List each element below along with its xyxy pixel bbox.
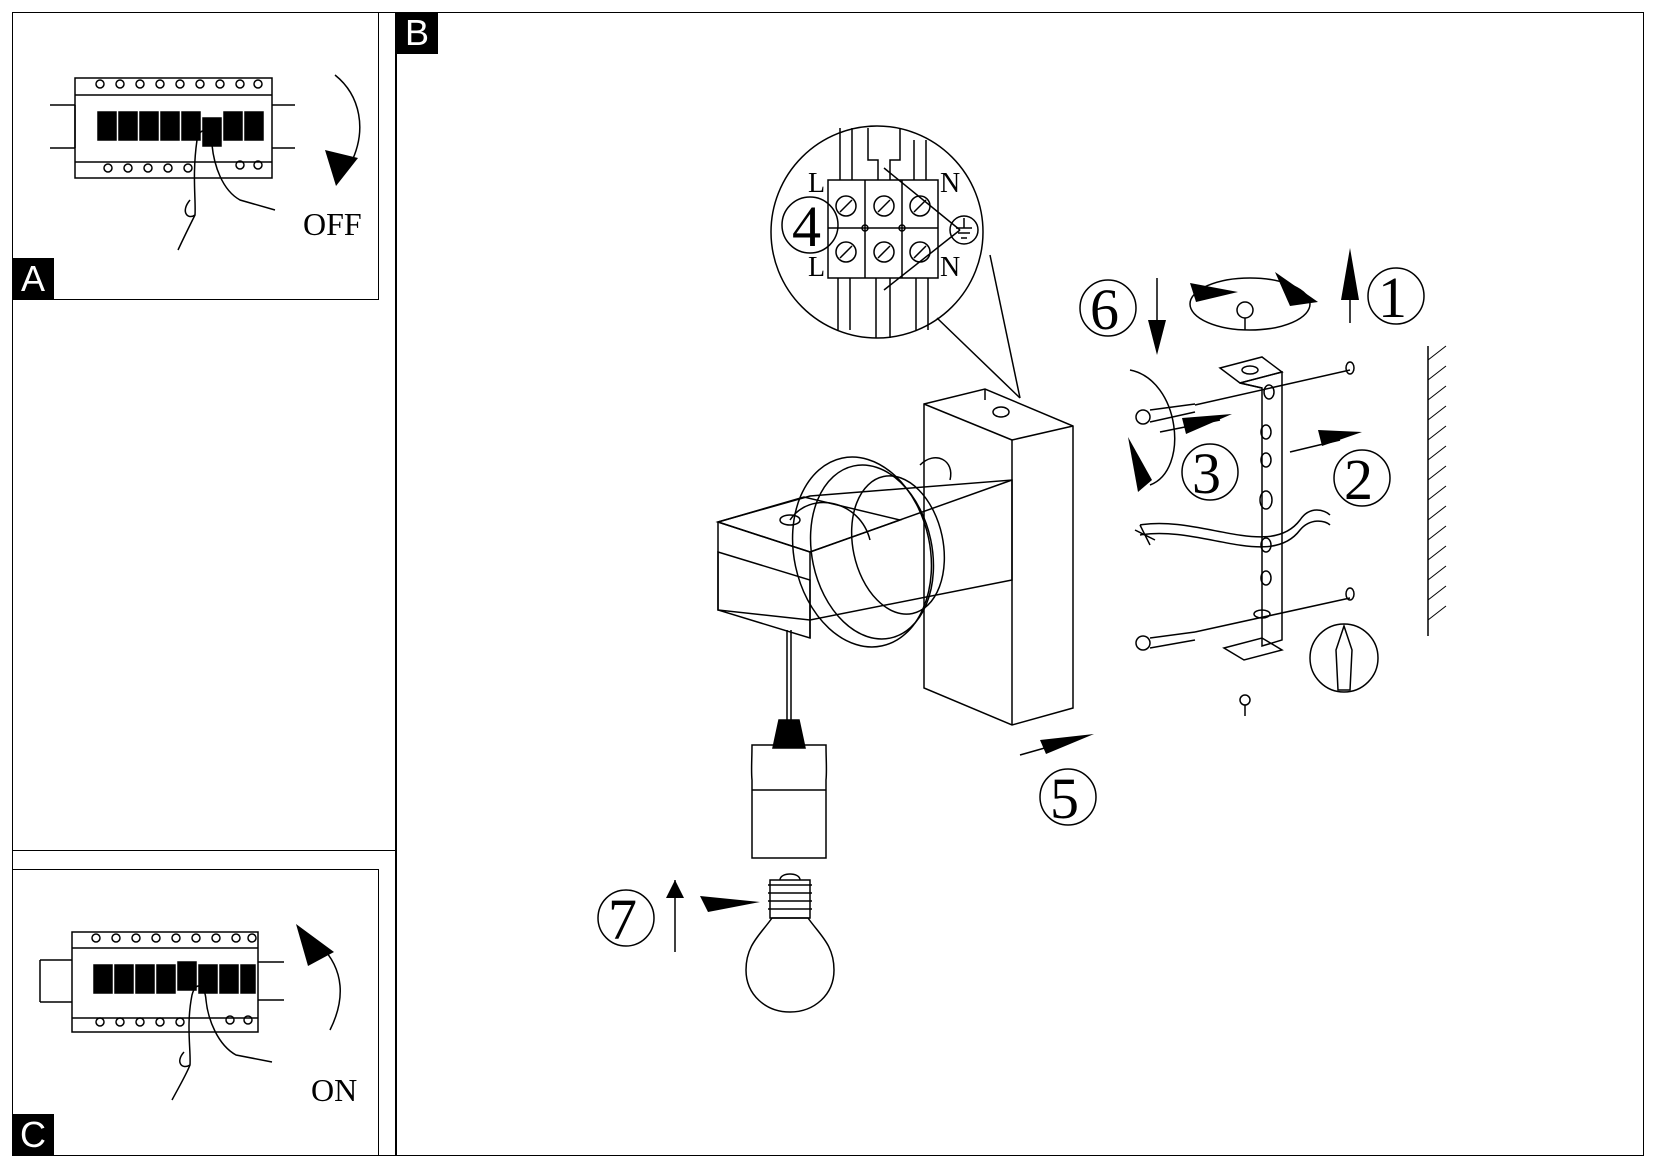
hand-icon (177, 130, 276, 251)
on-label: ON (311, 1072, 358, 1108)
panel-a-drawing (50, 74, 361, 251)
terminal-screws-bottom (103, 160, 263, 173)
step-5-number: 5 (1050, 766, 1079, 831)
wall-hole-bottom (1345, 587, 1355, 601)
light-bulb-icon (745, 873, 835, 1013)
panel-middle-left (12, 316, 396, 851)
wall-hatch (1427, 345, 1447, 621)
step-2-number: 2 (1344, 447, 1373, 512)
panel-c-drawing (39, 924, 341, 1101)
off-arrow-head (325, 150, 358, 186)
panel-a-tag: A (12, 258, 54, 300)
wall-hole-top (1345, 361, 1355, 375)
step-3-number: 3 (1192, 441, 1221, 506)
panel-c-inner (12, 869, 379, 1156)
off-arrow-arc (334, 74, 361, 166)
step-6-number: 6 (1090, 277, 1119, 342)
panel-c-tag: C (12, 1114, 54, 1156)
screw-bottom-icon (1135, 597, 1351, 651)
wall-plug-detail (1309, 623, 1379, 693)
wall-plate (923, 388, 1074, 726)
neutral-label-top: N (940, 168, 961, 199)
terminal-block (827, 179, 939, 279)
step-1-number: 1 (1378, 265, 1407, 330)
mains-cable (1134, 509, 1331, 548)
rotate-arc-3 (1129, 369, 1176, 486)
terminal-screws-bottom (95, 1015, 253, 1027)
breaker-switches (93, 961, 256, 994)
breaker-switches (97, 111, 264, 147)
wires (837, 128, 961, 338)
small-screw-bottom-icon (1239, 694, 1251, 706)
hand-icon (171, 985, 273, 1101)
small-screw-icon (1236, 301, 1254, 319)
terminal-screws-top (91, 933, 257, 943)
step-4-number: 4 (792, 194, 821, 259)
step-7-number: 7 (608, 887, 637, 952)
ground-icon (949, 215, 979, 245)
live-label-top: L (808, 168, 826, 199)
breaker-panel-off (50, 74, 361, 251)
on-arrow-head (296, 924, 334, 966)
live-label-bottom: L (808, 252, 826, 283)
screw-top-icon (1135, 369, 1351, 425)
mounting-bracket (1218, 356, 1284, 661)
lamp-socket (750, 719, 828, 859)
neutral-label-bottom: N (940, 252, 961, 283)
terminal-screws-top (95, 79, 263, 89)
breaker-panel-on (39, 931, 341, 1101)
off-label: OFF (303, 206, 362, 242)
panel-b (396, 12, 1644, 1156)
lamp-arm (715, 479, 1013, 640)
wiring-detail-circle (770, 125, 984, 339)
cable-coils (789, 456, 952, 648)
rotate-path (1189, 277, 1311, 331)
arrow-heads (666, 248, 1362, 912)
panel-b-tag: B (396, 12, 438, 54)
